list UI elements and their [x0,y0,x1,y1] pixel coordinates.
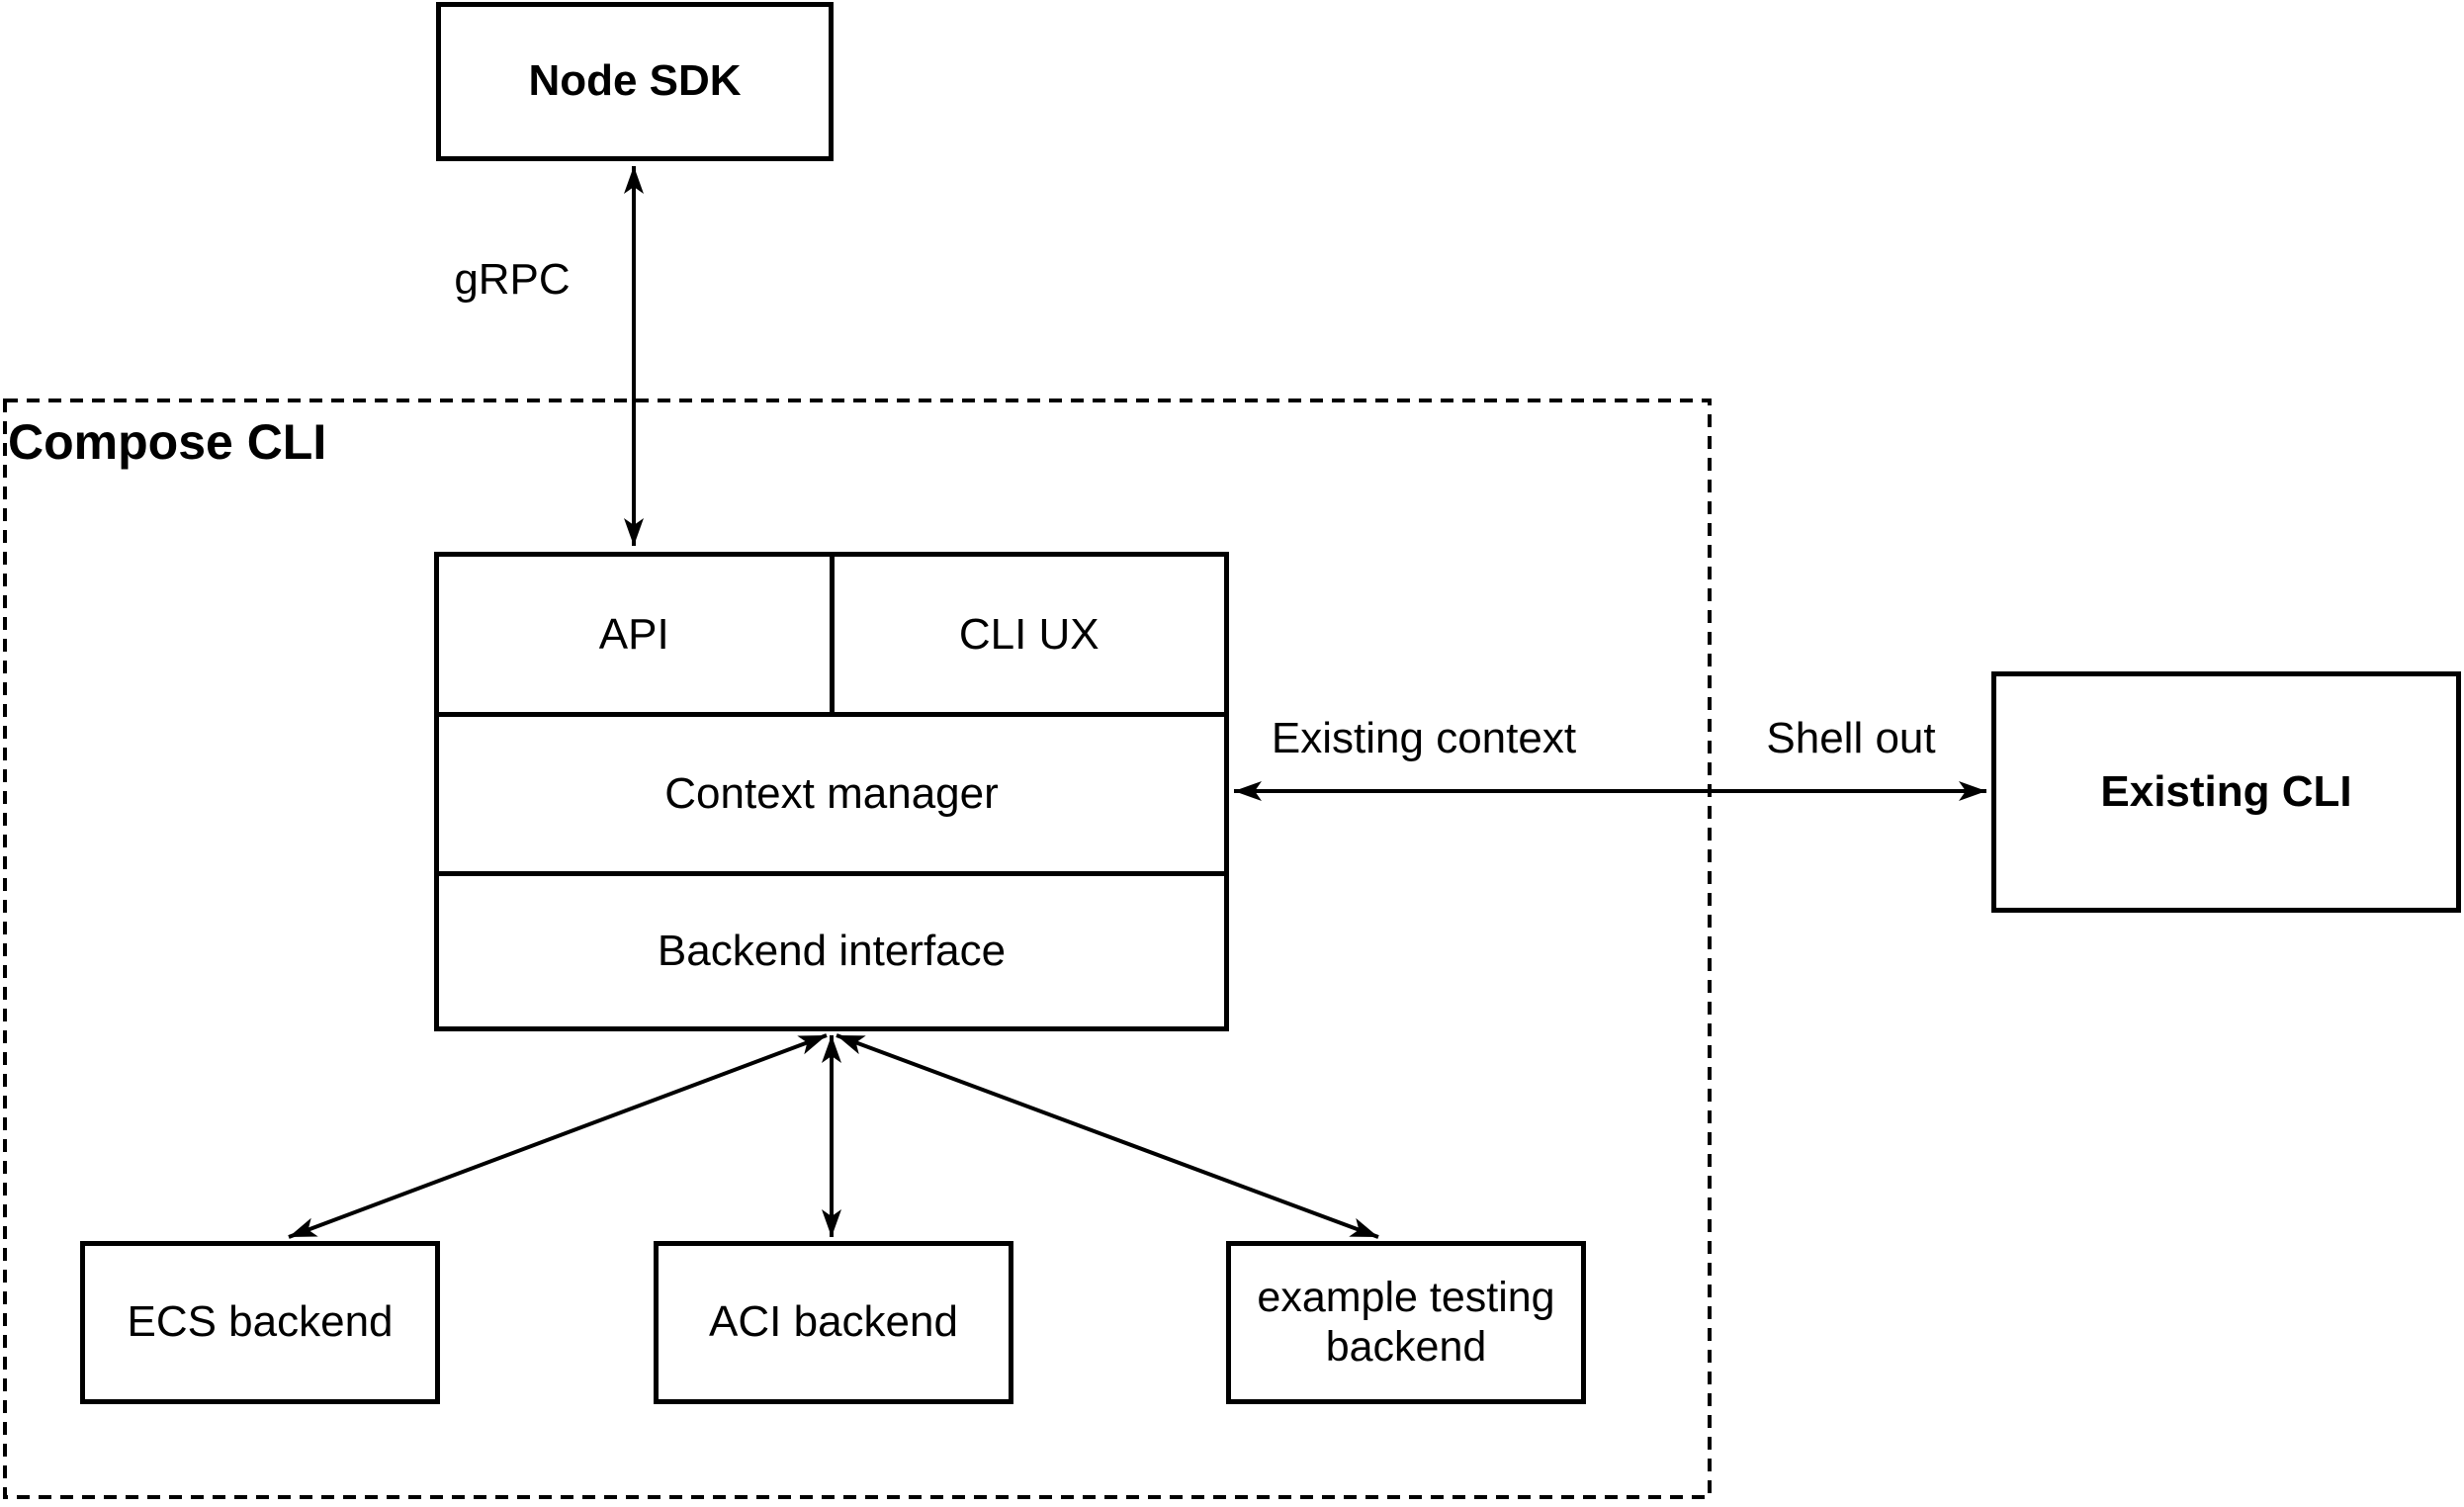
cli-ux-cell: CLI UX [835,557,1225,712]
compose-cli-container-label: Compose CLI [8,414,327,470]
example-testing-backend-line2: backend [1325,1322,1487,1371]
example-testing-backend-box: example testing backend [1226,1241,1586,1404]
context-manager-label: Context manager [664,769,999,818]
stack-top-row: API CLI UX [439,557,1224,717]
compose-cli-boundary [3,399,1712,1499]
example-testing-backend-label: example testing backend [1257,1274,1554,1372]
backend-interface-label: Backend interface [657,927,1007,975]
existing-context-edge-label: Existing context [1271,714,1577,762]
api-label: API [598,609,669,659]
ecs-backend-box: ECS backend [80,1241,440,1404]
aci-backend-label: ACI backend [709,1297,958,1347]
shell-out-edge-label: Shell out [1766,714,1936,762]
context-manager-cell: Context manager [439,717,1224,876]
existing-cli-box: Existing CLI [1991,671,2461,913]
grpc-edge-label: gRPC [454,255,571,304]
backend-interface-cell: Backend interface [439,876,1224,1026]
cli-ux-label: CLI UX [958,609,1100,659]
api-cell: API [439,557,835,712]
node-sdk-label: Node SDK [528,56,742,106]
node-sdk-box: Node SDK [436,2,834,161]
example-arrow [836,1033,1379,1239]
aci-backend-box: ACI backend [654,1241,1013,1404]
compose-cli-stack-box: API CLI UX Context manager Backend inter… [434,552,1229,1031]
example-testing-backend-line1: example testing [1257,1274,1555,1322]
ecs-arrow [288,1033,828,1239]
existing-cli-label: Existing CLI [2100,766,2352,816]
ecs-backend-label: ECS backend [127,1297,394,1347]
